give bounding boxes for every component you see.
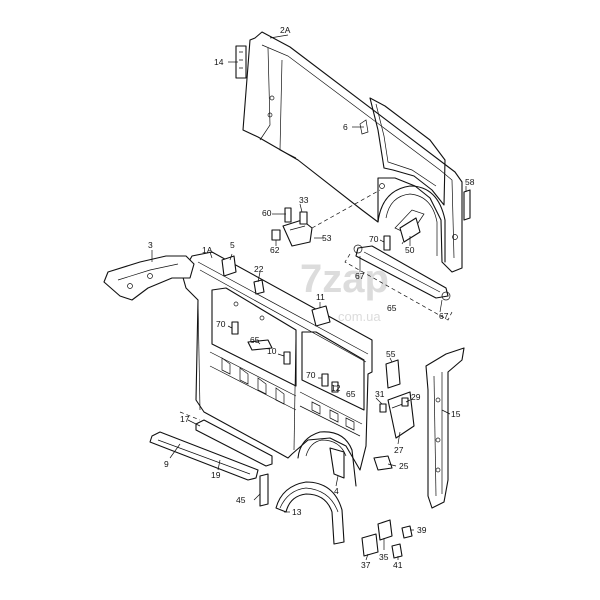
ref-line-17 [179, 411, 201, 421]
part-cluster-35-41 [361, 519, 413, 559]
callout-14: 14 [214, 57, 224, 67]
callout-3: 3 [148, 240, 153, 250]
part-15-rear-pillar [425, 347, 465, 509]
callout-labels: 2A 14 6 58 33 60 53 62 70 50 67 65 67 3 … [148, 25, 475, 570]
callout-45: 45 [236, 495, 246, 505]
callout-1A: 1A [202, 245, 213, 255]
callout-62: 62 [270, 245, 280, 255]
callout-65-upper: 65 [387, 303, 397, 313]
callout-35: 35 [379, 552, 389, 562]
callout-65-mid: 65 [250, 335, 260, 345]
callout-67-left: 67 [355, 271, 365, 281]
callout-58: 58 [465, 177, 475, 187]
callout-70-lower: 70 [306, 370, 316, 380]
part-22-clip [253, 279, 265, 295]
part-14-bracket [235, 45, 247, 79]
part-17-sill [195, 419, 273, 467]
callout-65-lower: 65 [346, 389, 356, 399]
leader-lines [151, 34, 467, 561]
inner-side-panel [181, 251, 373, 487]
callout-6: 6 [343, 122, 348, 132]
lower-clips [231, 321, 339, 393]
callout-15: 15 [451, 409, 461, 419]
callout-31: 31 [375, 389, 385, 399]
callout-70-upper: 70 [369, 234, 379, 244]
callout-39: 39 [417, 525, 427, 535]
callout-9: 9 [164, 459, 169, 469]
sill-strip-upper [353, 244, 451, 301]
callout-67-right: 67 [439, 311, 449, 321]
callout-19: 19 [211, 470, 221, 480]
callout-50: 50 [405, 245, 415, 255]
part-9-rail [149, 431, 259, 481]
callout-41: 41 [393, 560, 403, 570]
callout-11: 11 [316, 292, 325, 302]
callout-12: 12 [331, 383, 341, 393]
part-27-gusset [379, 391, 415, 439]
outer-side-panel [242, 31, 463, 273]
part-13-wheel-liner [275, 481, 345, 545]
callout-13: 13 [292, 507, 302, 517]
callout-70-mid: 70 [216, 319, 226, 329]
callout-17: 17 [180, 414, 190, 424]
callout-5: 5 [230, 240, 235, 250]
part-cluster-33-53 [271, 207, 313, 247]
part-4-bracket [329, 447, 345, 479]
callout-22: 22 [254, 264, 264, 274]
part-5-bracket [221, 255, 237, 277]
callout-25: 25 [399, 461, 409, 471]
part-25-bracket [373, 455, 393, 471]
watermark-domain: com.ua [338, 309, 381, 324]
part-11-bracket [311, 305, 331, 327]
callout-55: 55 [386, 349, 396, 359]
part-70-50-clips [383, 217, 421, 251]
callout-60: 60 [262, 208, 272, 218]
callout-37: 37 [361, 560, 371, 570]
callout-10: 10 [267, 346, 277, 356]
callout-4: 4 [334, 486, 339, 496]
part-3-roof-rail [103, 255, 195, 301]
part-45-bracket [259, 473, 269, 507]
callout-2A: 2A [280, 25, 291, 35]
callout-33: 33 [299, 195, 309, 205]
ref-line-upper [311, 189, 381, 229]
part-55-bracket [385, 359, 401, 389]
callout-29: 29 [411, 392, 421, 402]
callout-53: 53 [322, 233, 332, 243]
part-58-strip [463, 189, 471, 221]
callout-27: 27 [394, 445, 404, 455]
